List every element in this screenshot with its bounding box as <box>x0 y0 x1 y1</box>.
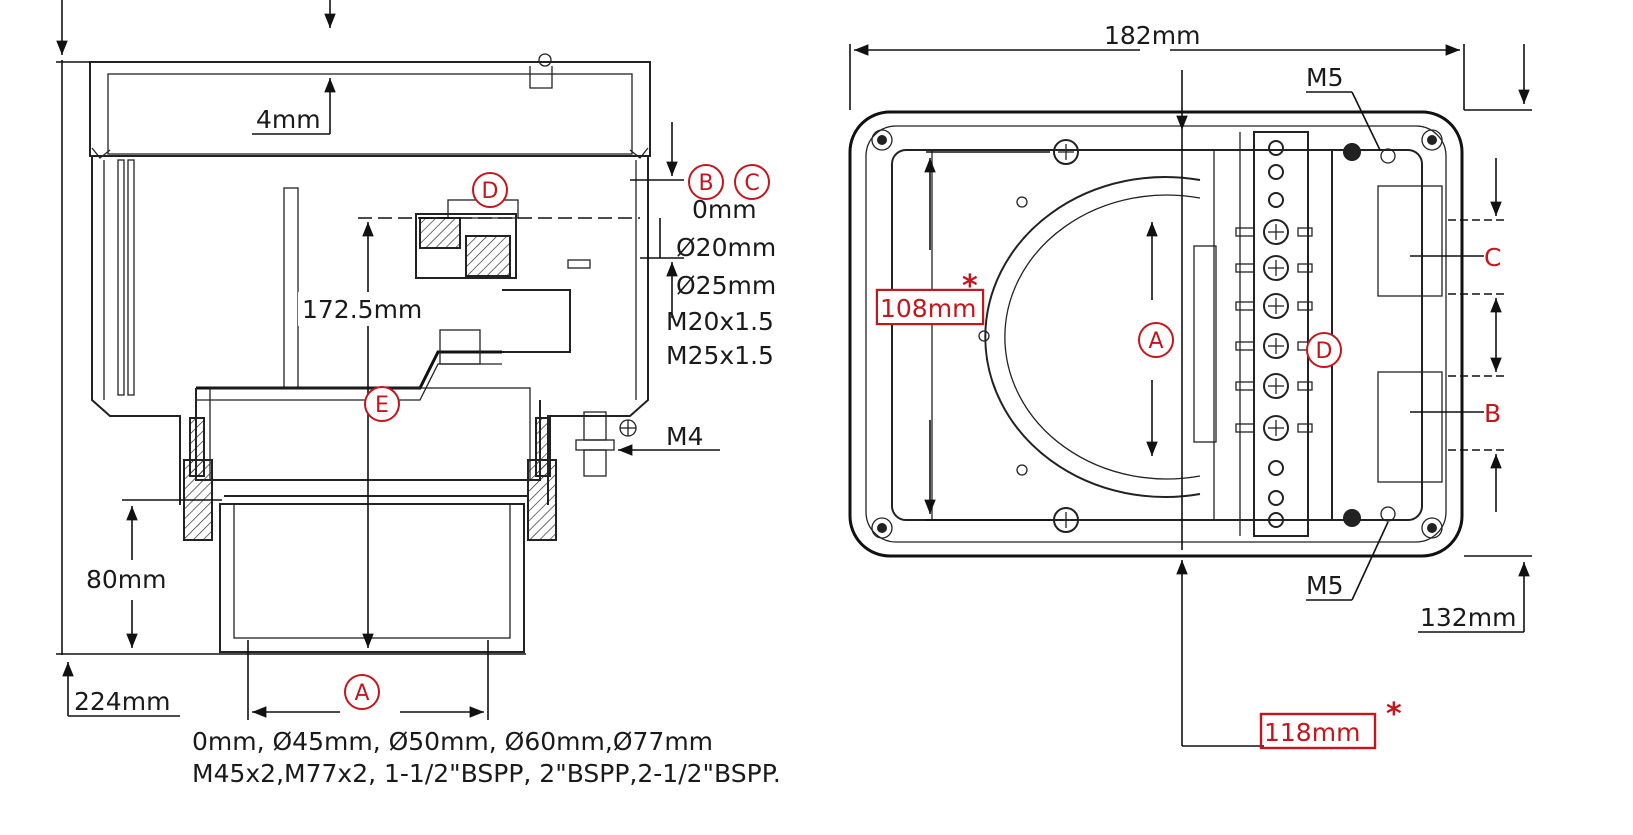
side-view: 4mm 172.5mm 80mm 224mm <box>56 0 781 788</box>
dim-132mm <box>1418 44 1532 633</box>
outlet-arc-outer <box>984 176 1201 498</box>
terminal-screw <box>1263 333 1289 359</box>
dim-132mm-label: 132mm <box>1420 603 1516 632</box>
circle-label-D-top: D <box>1306 332 1342 368</box>
label-B-right: B <box>1484 399 1501 428</box>
dim-118mm <box>1176 70 1264 747</box>
cable-entry-line3: Ø25mm <box>676 271 776 300</box>
dim-172-label-bg <box>298 292 458 326</box>
dim-224mm <box>56 653 526 717</box>
terminal-screw <box>1268 192 1284 208</box>
terminal-block <box>415 199 591 365</box>
terminal-screw <box>1268 460 1284 476</box>
svg-text:E: E <box>375 393 389 418</box>
dim-108mm-box <box>875 288 985 326</box>
terminal-screw <box>1268 164 1284 180</box>
terminal-screw <box>1263 415 1289 441</box>
funnel-neck <box>183 289 571 541</box>
dim-80mm-label: 80mm <box>86 565 167 594</box>
dim-108mm-label: 108mm <box>880 294 976 323</box>
top-outer-flange <box>848 110 1464 558</box>
dim-4mm-label: 4mm <box>256 105 321 134</box>
outlet-options-line1: 0mm, Ø45mm, Ø50mm, Ø60mm,Ø77mm <box>192 727 713 756</box>
terminal-strip <box>1235 131 1313 537</box>
mount-screws <box>978 139 1396 533</box>
dim-B-C-right <box>1410 158 1508 512</box>
dim-118mm-star: * <box>1386 697 1402 732</box>
dim-172-5mm <box>358 217 640 648</box>
cable-entry-line5: M25x1.5 <box>666 341 774 370</box>
top-cavity <box>891 149 1423 521</box>
top-view: 182mm 132mm 108mm * 118 <box>848 21 1532 750</box>
terminal-screw <box>1263 293 1289 319</box>
svg-text:A: A <box>354 681 369 706</box>
terminal-screw <box>1268 512 1284 528</box>
outlet-arc-inner <box>1004 194 1201 480</box>
m4-label: M4 <box>666 422 703 451</box>
terminal-screw <box>1268 140 1284 156</box>
dim-182mm <box>849 44 1465 110</box>
m4-screw <box>575 411 637 477</box>
corner-holes <box>871 129 1443 539</box>
cable-entry-line2: Ø20mm <box>676 233 776 262</box>
svg-text:D: D <box>1316 339 1333 364</box>
dim-224mm-label: 224mm <box>74 687 170 716</box>
dim-108mm-star: * <box>962 269 978 304</box>
dim-172-label: 172.5mm <box>302 295 422 324</box>
svg-text:B: B <box>698 171 713 196</box>
m5-bottom-label: M5 <box>1306 571 1343 600</box>
outlet-socket <box>219 495 528 653</box>
circle-label-E-side: E <box>364 386 400 422</box>
cable-entry-line4: M20x1.5 <box>666 307 774 336</box>
circle-label-C-side: C <box>734 164 770 200</box>
dim-118mm-box <box>1259 712 1377 750</box>
terminal-screw <box>1268 490 1284 506</box>
svg-text:D: D <box>482 179 499 204</box>
m5-bottom-leader <box>1351 521 1389 601</box>
m5-top-label: M5 <box>1306 63 1343 92</box>
m5-top-leader <box>1351 91 1381 151</box>
dim-80mm <box>122 499 222 648</box>
terminal-screw <box>1263 373 1289 399</box>
terminal-screw <box>1263 255 1289 281</box>
svg-text:C: C <box>744 171 759 196</box>
outlet-options-line2: M45x2,M77x2, 1-1/2"BSPP, 2"BSPP,2-1/2"BS… <box>192 759 781 788</box>
dim-182mm-label: 182mm <box>1104 21 1200 50</box>
circle-label-A-top: A <box>1138 322 1174 358</box>
circle-label-A-side: A <box>344 674 380 710</box>
svg-text:A: A <box>1148 329 1163 354</box>
dim-outlet-A <box>247 640 489 720</box>
dim-cable-entry <box>630 122 684 318</box>
terminal-screw <box>1263 219 1289 245</box>
cable-entry-line1: 0mm <box>692 195 757 224</box>
circle-label-D-side: D <box>472 172 508 208</box>
terminal-rail <box>1193 245 1217 443</box>
top-inner-flange <box>865 125 1447 543</box>
dim-4mm <box>252 0 336 135</box>
dim-108mm <box>924 151 1050 521</box>
label-C-right: C <box>1484 243 1501 272</box>
housing-outline <box>89 53 651 505</box>
circle-label-B-side: B <box>688 164 724 200</box>
dim-118mm-label: 118mm <box>1264 718 1360 747</box>
